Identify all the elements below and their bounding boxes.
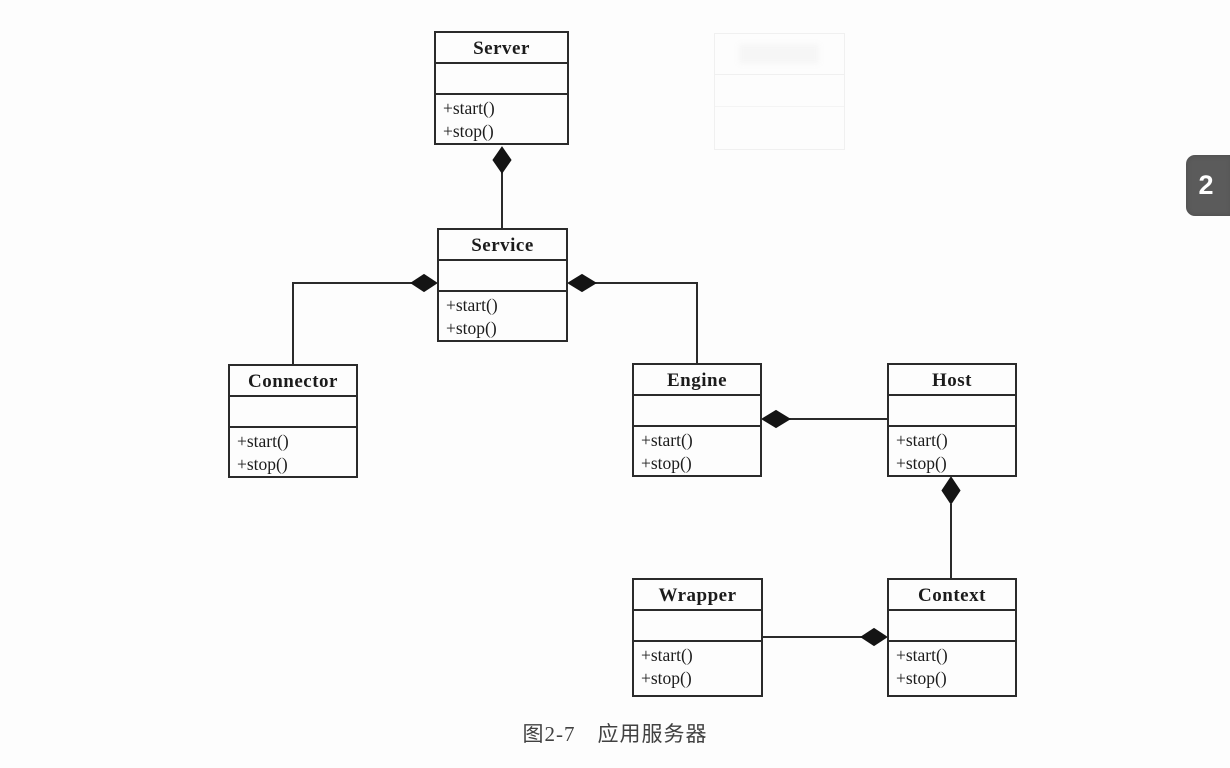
- class-attributes-empty: [634, 611, 761, 642]
- uml-class-wrapper: Wrapper +start() +stop(): [632, 578, 763, 697]
- composition-diamond-engine: [761, 409, 791, 429]
- composition-link-service-engine: [595, 282, 698, 363]
- method-stop: +stop(): [443, 121, 494, 141]
- composition-diamond-service-left: [410, 273, 438, 293]
- uml-class-engine: Engine +start() +stop(): [632, 363, 762, 477]
- class-title: Context: [889, 580, 1015, 611]
- method-start: +start(): [443, 98, 495, 118]
- class-methods: +start() +stop(): [634, 642, 761, 690]
- ghost-bleedthrough-box: [714, 33, 845, 150]
- composition-diamond-context: [860, 627, 888, 647]
- uml-class-server: Server +start() +stop(): [434, 31, 569, 145]
- class-attributes-empty: [230, 397, 356, 428]
- uml-class-service: Service +start() +stop(): [437, 228, 568, 342]
- method-start: +start(): [237, 431, 289, 451]
- uml-class-context: Context +start() +stop(): [887, 578, 1017, 697]
- class-attributes-empty: [889, 611, 1015, 642]
- class-attributes-empty: [889, 396, 1015, 427]
- method-stop: +stop(): [641, 668, 692, 688]
- method-start: +start(): [896, 645, 948, 665]
- method-stop: +stop(): [896, 453, 947, 473]
- composition-diamond-service-right: [567, 273, 597, 293]
- method-start: +start(): [641, 645, 693, 665]
- class-attributes-empty: [634, 396, 760, 427]
- class-title: Connector: [230, 366, 356, 397]
- ghost-smudge: [739, 44, 819, 64]
- class-attributes-empty: [436, 64, 567, 95]
- class-title: Host: [889, 365, 1015, 396]
- ghost-separator: [715, 106, 844, 107]
- composition-link-service-connector: [292, 282, 412, 364]
- class-methods: +start() +stop(): [889, 642, 1015, 690]
- uml-class-connector: Connector +start() +stop(): [228, 364, 358, 478]
- class-title: Service: [439, 230, 566, 261]
- method-stop: +stop(): [641, 453, 692, 473]
- class-methods: +start() +stop(): [889, 427, 1015, 475]
- method-start: +start(): [641, 430, 693, 450]
- composition-diamond-server: [492, 146, 512, 174]
- chapter-number: 2: [1198, 170, 1214, 200]
- class-methods: +start() +stop(): [436, 95, 567, 143]
- class-title: Server: [436, 33, 567, 64]
- ghost-separator: [715, 74, 844, 75]
- class-attributes-empty: [439, 261, 566, 292]
- figure-caption: 图2-7 应用服务器: [522, 722, 708, 746]
- uml-class-host: Host +start() +stop(): [887, 363, 1017, 477]
- class-methods: +start() +stop(): [230, 428, 356, 476]
- class-methods: +start() +stop(): [439, 292, 566, 340]
- method-stop: +stop(): [896, 668, 947, 688]
- method-start: +start(): [896, 430, 948, 450]
- class-title: Wrapper: [634, 580, 761, 611]
- method-start: +start(): [446, 295, 498, 315]
- method-stop: +stop(): [446, 318, 497, 338]
- class-methods: +start() +stop(): [634, 427, 760, 475]
- chapter-tab: 2: [1186, 155, 1230, 216]
- composition-diamond-host: [941, 476, 961, 505]
- class-title: Engine: [634, 365, 760, 396]
- method-stop: +stop(): [237, 454, 288, 474]
